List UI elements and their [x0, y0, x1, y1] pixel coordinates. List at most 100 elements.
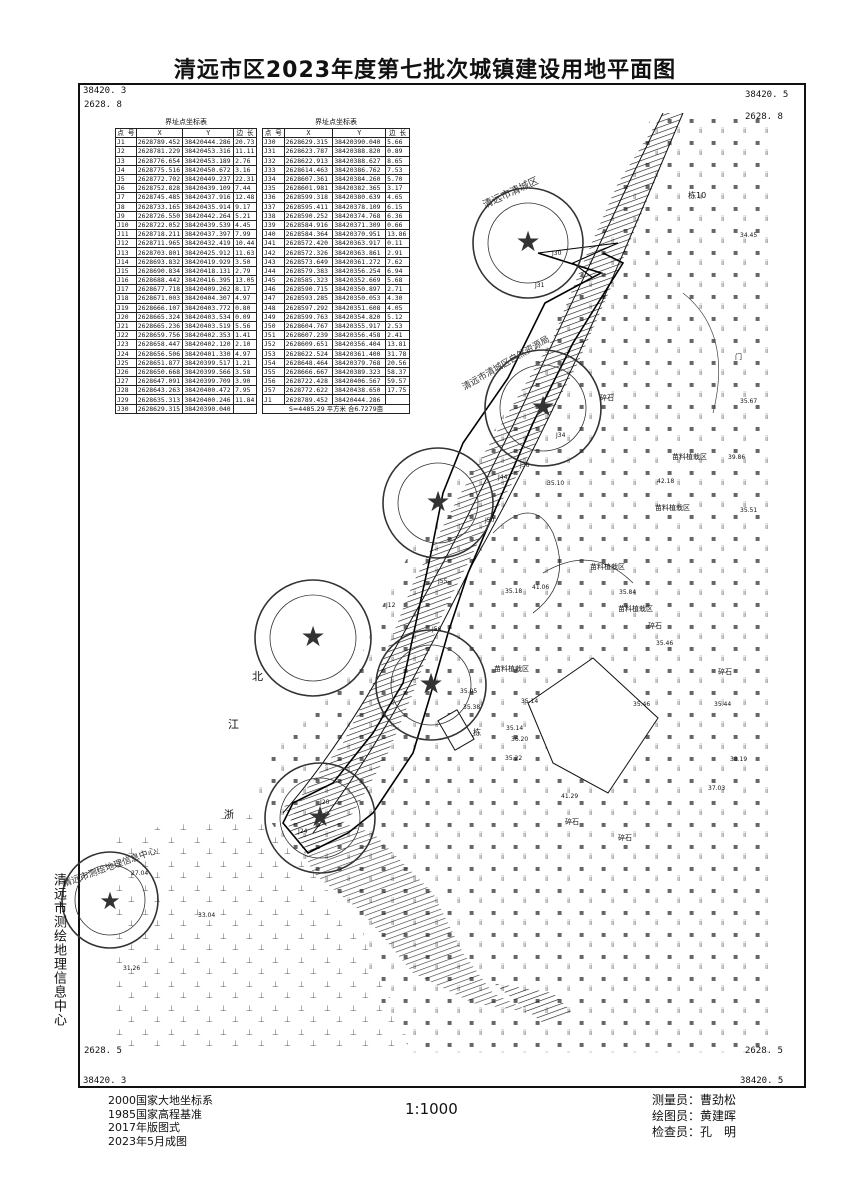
table-cell-length: 11.63 [233, 247, 257, 258]
table-cell-length: 4.05 [385, 302, 410, 313]
table-cell: 38420437.916 [182, 192, 235, 203]
table-cell-length: 8.65 [385, 155, 410, 166]
table-cell-length: 4.97 [233, 348, 257, 359]
table-cell: 2628665.324 [135, 311, 184, 322]
elevation-label: 41.06 [532, 584, 550, 591]
table-cell: J12 [115, 238, 137, 249]
table-cell: 2628722.052 [135, 219, 184, 231]
table-cell: 38420399.517 [182, 357, 235, 368]
table-cell: 2628659.756 [135, 330, 184, 341]
table-cell-length: 7.44 [233, 183, 257, 194]
table-cell: 38420402.120 [182, 339, 235, 350]
table-cell-length: 17.75 [385, 385, 410, 396]
table-cell-length: 2.53 [385, 320, 410, 332]
table-cell-length: 2.10 [233, 339, 257, 350]
elevation-label: 36.20 [511, 736, 529, 743]
table-cell-length: 6.94 [385, 265, 410, 277]
table-cell: 2628597.292 [283, 302, 334, 313]
table-cell: 2628789.452 [283, 394, 334, 405]
road-label: 栋10 [688, 191, 707, 200]
col-header: X [283, 127, 334, 139]
table-cell: 2628745.485 [135, 192, 184, 203]
table-cell: 38420449.237 [182, 173, 235, 185]
table-cell-length: 5.66 [385, 137, 410, 148]
coord-top-left-y: 2628. 8 [84, 100, 122, 110]
table-cell: 2628629.315 [283, 137, 334, 148]
table-cell-length: 5.70 [385, 173, 410, 185]
table-cell-length: 0.80 [233, 302, 257, 313]
boundary-point-label: J36 [520, 462, 530, 469]
table-cell: 2628693.832 [135, 256, 184, 267]
building-label: 栋 [473, 728, 481, 737]
map-title: 清远市区2023年度第七批次城镇建设用地平面图 [173, 58, 677, 83]
seal-3 [382, 447, 494, 559]
boundary-point-label: J12 [386, 602, 396, 609]
seal-4 [254, 579, 372, 697]
side-agency-text: 清远市测绘地理信息中心 [51, 873, 66, 1027]
table-cell: 2628688.442 [135, 274, 184, 286]
table-cell: 38420404.307 [182, 293, 235, 304]
table-cell: 38420382.365 [332, 183, 387, 194]
table-cell: 2628789.452 [135, 137, 184, 148]
elevation-label: 34.45 [740, 232, 758, 239]
table-cell: 2628690.834 [135, 265, 184, 277]
table-cell-length: 4.45 [233, 219, 257, 231]
table-cell: 2628614.463 [283, 164, 334, 175]
col-header: X [135, 127, 184, 139]
table-cell: J8 [115, 201, 137, 212]
table-cell-length: 0.66 [385, 219, 410, 231]
table-cell: 2628666.107 [135, 302, 184, 313]
table-cell-length: 1.41 [233, 330, 257, 341]
table-cell: J38 [262, 210, 285, 221]
table-cell: 38420419.929 [182, 256, 235, 267]
seal-5 [375, 629, 487, 741]
boundary-point-label: J55 [438, 578, 448, 585]
table-cell: 2628572.420 [283, 238, 334, 249]
table-cell: 38420355.917 [332, 320, 387, 332]
svg-text:★: ★ [530, 390, 555, 423]
stone-label: 碎石 [618, 834, 632, 842]
table-cell: 2628665.236 [135, 320, 184, 332]
col-header: 边 长 [233, 127, 257, 139]
table-cell-length: 6.36 [385, 210, 410, 221]
table-cell: 38420380.639 [332, 192, 387, 203]
table-cell: 38420361.272 [332, 256, 387, 267]
table-cell: J25 [115, 357, 137, 368]
boundary-point-label: J50 [485, 517, 495, 524]
table-cell: 38420406.567 [332, 376, 387, 387]
table-cell: 38420453.316 [182, 146, 235, 157]
svg-text:★: ★ [307, 800, 332, 833]
table-cell: J30 [262, 137, 285, 148]
table-cell: 2628658.447 [135, 339, 184, 350]
table-cell: 2628772.622 [283, 385, 334, 396]
table-cell: J42 [262, 247, 285, 258]
cultivation-label: 苗料植栽区 [672, 453, 707, 461]
table-cell: 2628648.464 [283, 357, 334, 368]
table-cell: 38420356.404 [332, 339, 387, 350]
table-cell: J9 [115, 210, 137, 221]
table-cell: 38420352.669 [332, 274, 387, 286]
stone-label: 碎石 [648, 622, 662, 630]
table-cell-length: 3.17 [385, 183, 410, 194]
table-cell-length: 4.30 [385, 293, 410, 304]
table-cell: 38420384.260 [332, 173, 387, 185]
footer-left: 2000国家大地坐标系 1985国家高程基准 2017年版图式 2023年5月成… [108, 1094, 213, 1148]
elevation-label: 35.44 [714, 701, 732, 708]
table-cell: 2628595.411 [283, 201, 334, 212]
table-cell-length: 13.81 [385, 339, 410, 350]
svg-text:★: ★ [515, 225, 540, 258]
table-cell-length: 58.37 [385, 366, 410, 378]
